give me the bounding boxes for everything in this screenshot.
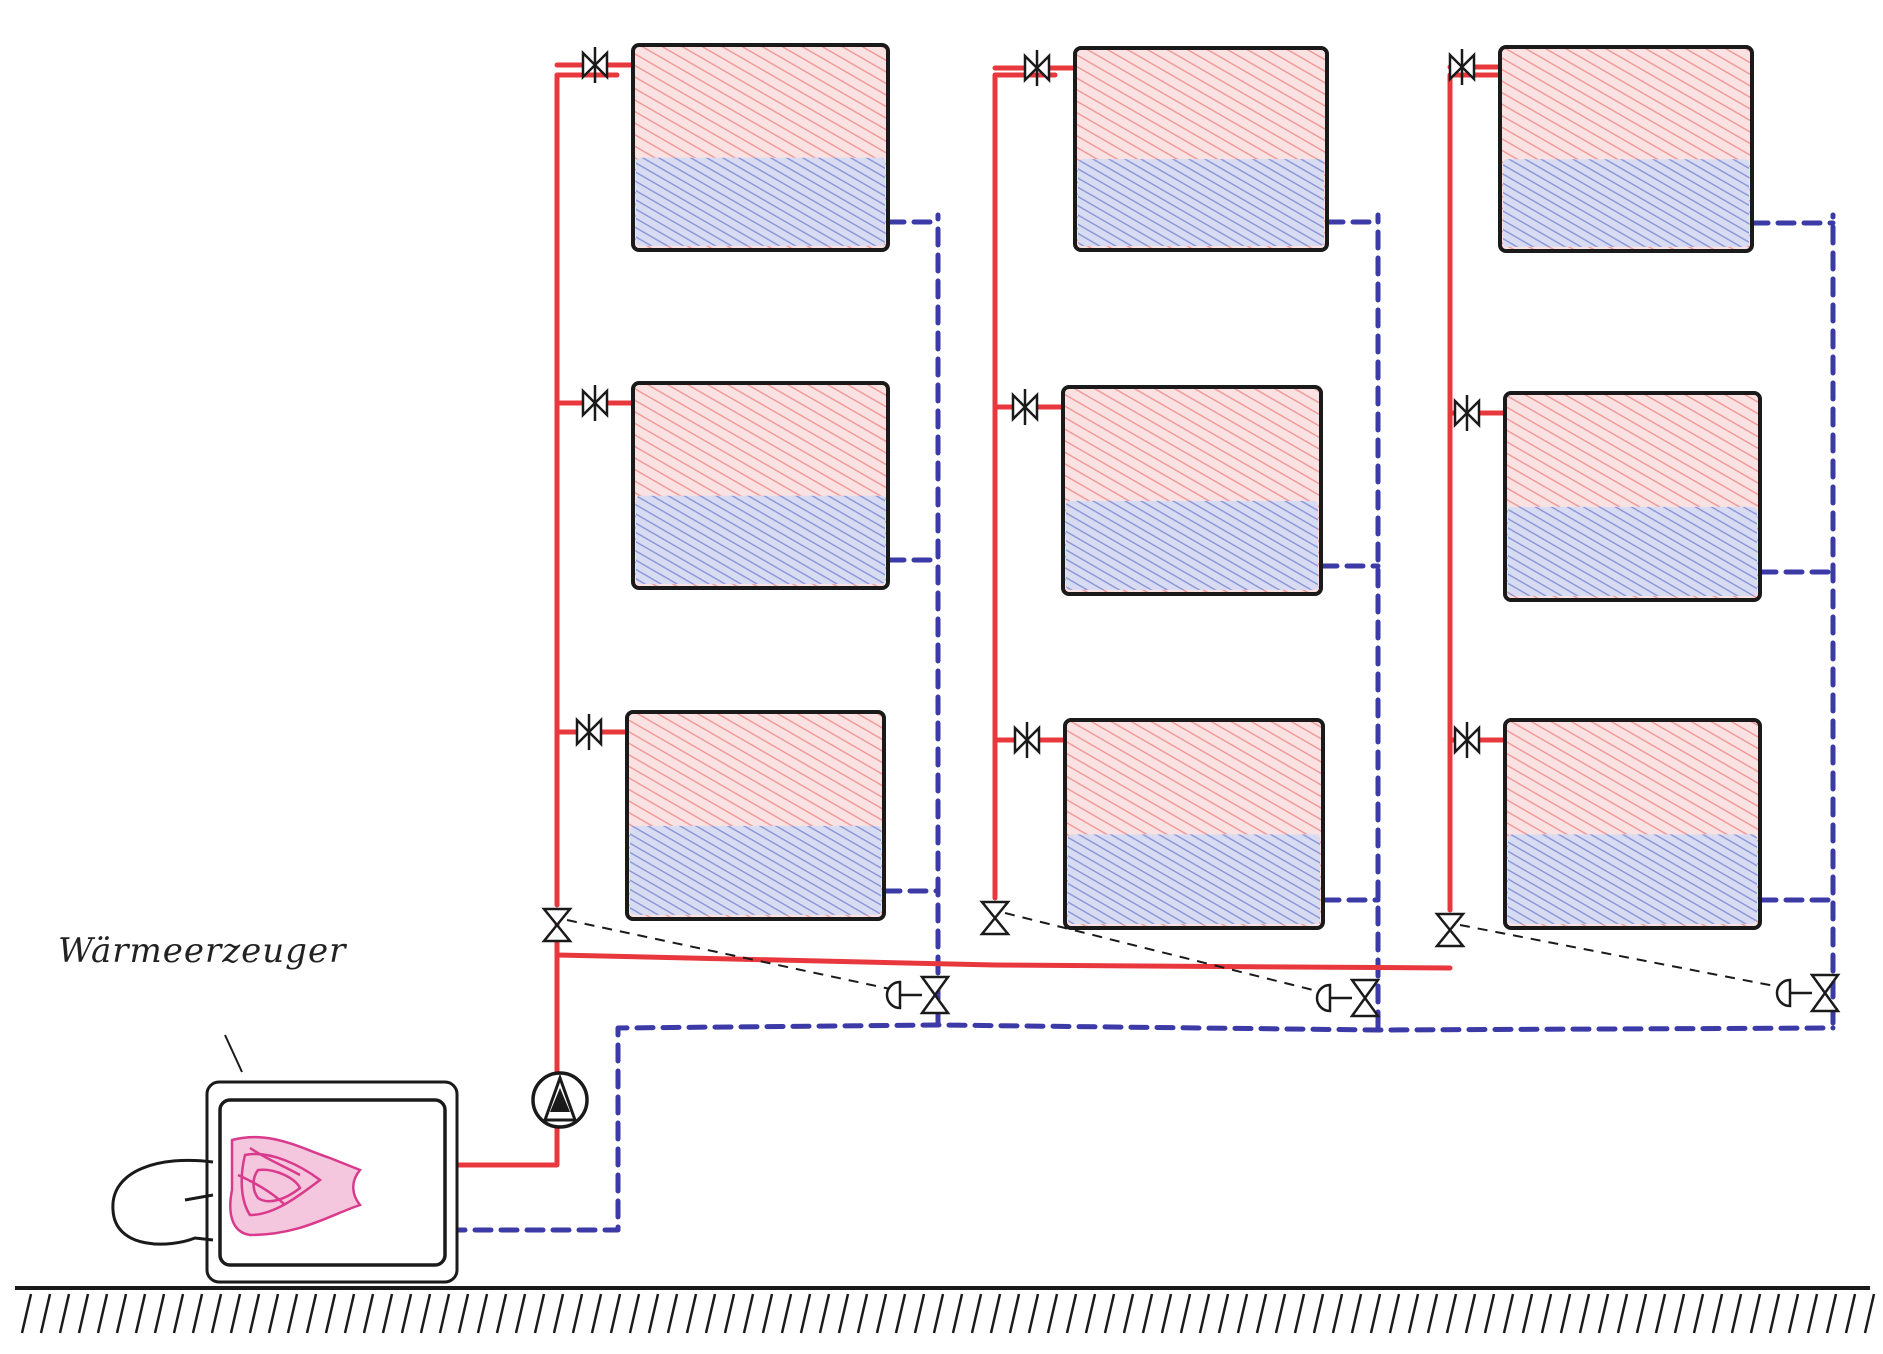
- supply-header: [554, 952, 1453, 971]
- flame-icon: [229, 1135, 363, 1237]
- riser-valve-icon: [541, 907, 573, 943]
- supply-pipes: [419, 62, 1513, 1181]
- radiators: [625, 43, 1762, 930]
- supply-riser: [554, 72, 620, 908]
- label-leader-line: [224, 1034, 243, 1073]
- radiator: [1503, 391, 1762, 602]
- circulation-pump-icon: [531, 1071, 589, 1129]
- return-header: [419, 1022, 1836, 1233]
- radiator-valve-icon: [575, 714, 603, 750]
- radiator-valve-icon: [581, 47, 609, 83]
- radiator: [1063, 718, 1325, 930]
- riser-valve-icon: [979, 900, 1011, 936]
- regulating-valve-icon: [885, 975, 951, 1015]
- heat-generator-label: Wärmeerzeuger: [58, 931, 347, 971]
- burner-fan-icon: [111, 1158, 214, 1246]
- radiator: [1073, 46, 1329, 252]
- valves: [541, 47, 1841, 1018]
- radiator-valve-icon: [1448, 49, 1476, 85]
- radiator-valve-icon: [581, 385, 609, 421]
- radiator-valve-icon: [1023, 50, 1051, 86]
- regulating-valve-icon: [1775, 973, 1841, 1013]
- supply-riser: [992, 72, 1058, 901]
- control-line: [1004, 912, 1326, 994]
- radiator-valve-icon: [1453, 395, 1481, 431]
- control-line: [1459, 924, 1786, 989]
- radiator: [1503, 718, 1762, 930]
- control-lines: [566, 912, 1786, 994]
- radiator: [1498, 45, 1754, 253]
- radiator: [1061, 385, 1323, 596]
- riser-valve-icon: [1434, 912, 1466, 948]
- radiator-valve-icon: [1011, 389, 1039, 425]
- radiator: [625, 710, 886, 921]
- ground: [15, 1286, 1876, 1334]
- radiator: [631, 381, 890, 590]
- radiator-valve-icon: [1453, 722, 1481, 758]
- radiator: [631, 43, 890, 252]
- regulating-valve-icon: [1315, 978, 1381, 1018]
- boiler: [111, 1080, 459, 1284]
- radiator-valve-icon: [1013, 722, 1041, 758]
- control-line: [566, 919, 896, 991]
